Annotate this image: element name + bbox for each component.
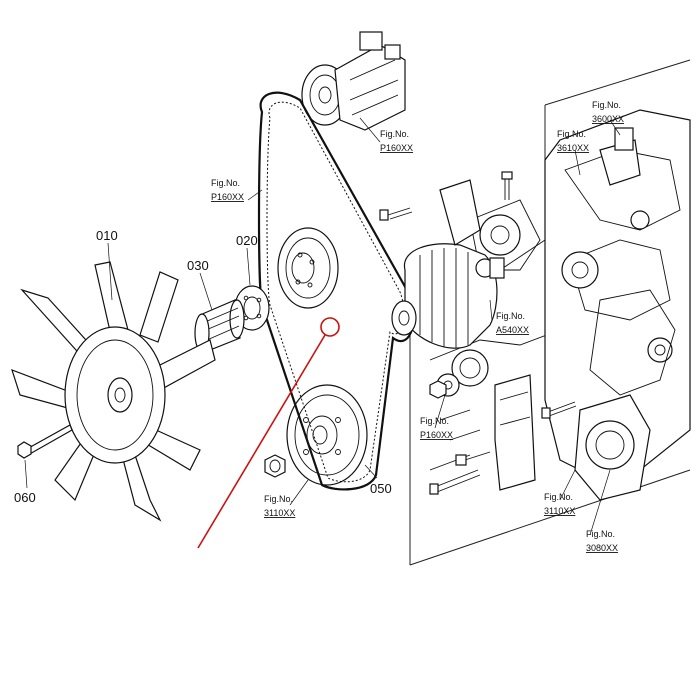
fig-label: Fig.No. bbox=[592, 100, 621, 110]
ac-compressor bbox=[301, 31, 406, 131]
cooling-fan-010 bbox=[11, 261, 216, 522]
crankshaft-pulley bbox=[286, 384, 368, 486]
fig-ref-crank-hub: Fig.No. 3110XX bbox=[544, 492, 575, 516]
callout-030: 030 bbox=[187, 258, 209, 273]
fig-ref-compressor: Fig.No. P160XX bbox=[380, 129, 413, 153]
fig-ref-alternator: Fig.No. A540XX bbox=[496, 311, 529, 335]
fig-number: 3110XX bbox=[264, 508, 295, 518]
fig-number: 3610XX bbox=[557, 143, 589, 153]
leader-lines bbox=[24, 117, 621, 536]
fan-belt bbox=[257, 91, 415, 491]
fig-label: Fig.No. bbox=[496, 311, 525, 321]
mounting-bracket bbox=[439, 179, 536, 491]
fig-ref-thermostat: Fig.No. 3610XX bbox=[557, 129, 589, 153]
callout-050: 050 bbox=[370, 481, 392, 496]
fan-bolt-060 bbox=[17, 424, 73, 459]
fig-number: 3080XX bbox=[586, 543, 618, 553]
engine-block bbox=[469, 109, 691, 501]
fig-label: Fig.No. bbox=[380, 129, 409, 139]
fig-label: Fig.No. bbox=[211, 178, 240, 188]
fig-number: 3600XX bbox=[592, 114, 624, 124]
callout-010: 010 bbox=[96, 228, 118, 243]
alternator bbox=[391, 243, 505, 349]
belt-tensioner bbox=[429, 349, 489, 399]
fan-spacer-030 bbox=[194, 299, 245, 353]
fig-number: A540XX bbox=[496, 325, 529, 335]
crank-bolt bbox=[264, 454, 286, 478]
fig-label: Fig.No. bbox=[557, 129, 586, 139]
fig-label: Fig.No. bbox=[264, 494, 293, 504]
fig-ref-tensioner: Fig.No. P160XX bbox=[420, 416, 453, 440]
idler-pulley-upper bbox=[277, 227, 339, 309]
fig-ref-belt-idler: Fig.No. P160XX bbox=[211, 178, 244, 202]
bolts bbox=[379, 171, 577, 495]
fig-ref-gear-case: Fig.No. 3080XX bbox=[586, 529, 618, 553]
callout-060: 060 bbox=[14, 490, 36, 505]
fig-label: Fig.No. bbox=[586, 529, 615, 539]
fig-number: 3110XX bbox=[544, 506, 575, 516]
fig-number: P160XX bbox=[420, 430, 453, 440]
fig-ref-water-pump: Fig.No. 3600XX bbox=[592, 100, 624, 124]
fig-number: P160XX bbox=[211, 192, 244, 202]
belt-highlight-marker bbox=[197, 317, 340, 549]
fig-number: P160XX bbox=[380, 143, 413, 153]
fig-label: Fig.No. bbox=[544, 492, 573, 502]
fig-ref-crank-pulley: Fig.No. 3110XX bbox=[264, 494, 295, 518]
fig-label: Fig.No. bbox=[420, 416, 449, 426]
callout-020: 020 bbox=[236, 233, 258, 248]
